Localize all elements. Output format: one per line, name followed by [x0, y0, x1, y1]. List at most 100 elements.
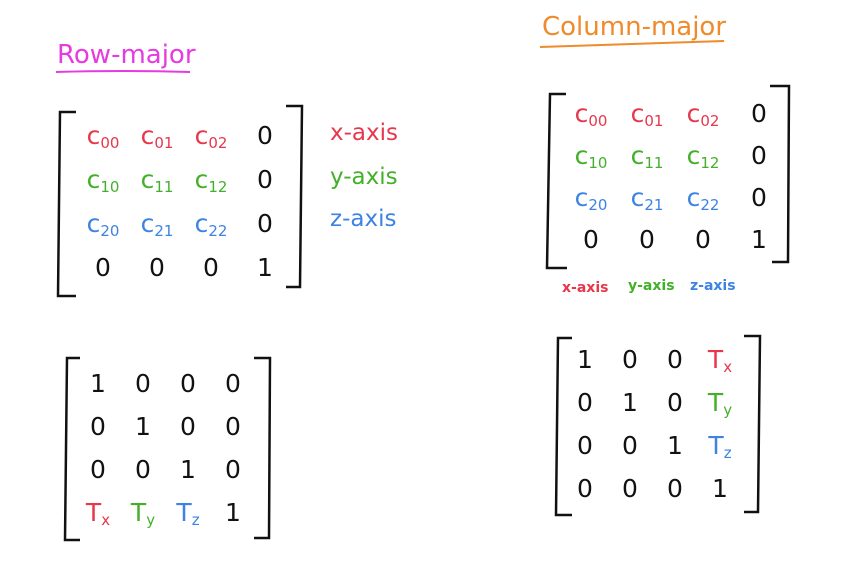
cell-base: c [686, 141, 701, 170]
m-row-cell-r0-c0: c00 [80, 122, 126, 157]
m-col-cell-r1-c1: c11 [624, 142, 670, 177]
cell-base: 0 [667, 345, 683, 374]
cell-subscript: 22 [700, 196, 720, 214]
cell-base: 1 [712, 474, 728, 503]
m-col-cell-r1-c2: c12 [680, 142, 726, 177]
cell-subscript: 11 [644, 154, 664, 172]
row-major-y-axis-label: y-axis [330, 164, 398, 190]
m-colt-cell-r1-c1: 1 [607, 389, 653, 417]
m-rowt-cell-r1-c0: 0 [75, 413, 121, 441]
cell-base: c [86, 121, 101, 150]
m-rowt-cell-r2-c0: 0 [75, 456, 121, 484]
cell-base: 0 [622, 345, 638, 374]
cell-base: c [140, 209, 155, 238]
cell-base: 0 [667, 474, 683, 503]
m-colt-cell-r0-c0: 1 [562, 346, 608, 374]
cell-subscript: 21 [154, 222, 174, 240]
cell-base: T [130, 498, 147, 527]
cell-base: 0 [225, 369, 241, 398]
m-row-cell-r1-c1: c11 [134, 166, 180, 201]
cell-base: 0 [135, 455, 151, 484]
column-major-y-axis-label: y-axis [628, 278, 675, 294]
cell-subscript: 12 [208, 178, 228, 196]
cell-subscript: 01 [644, 112, 664, 130]
m-colt-cell-r1-c0: 0 [562, 389, 608, 417]
column-major-z-axis-label: z-axis [690, 278, 736, 294]
m-colt-cell-r0-c1: 0 [607, 346, 653, 374]
row-major-z-axis-label: z-axis [330, 206, 397, 232]
cell-subscript: 20 [588, 196, 608, 214]
cell-subscript: x [723, 358, 733, 376]
cell-subscript: 20 [100, 222, 120, 240]
cell-base: 1 [90, 369, 106, 398]
cell-base: 0 [225, 412, 241, 441]
column-major-underline [539, 40, 725, 48]
cell-base: 1 [257, 253, 273, 282]
row-translation-right-bracket [254, 356, 272, 540]
cell-base: c [140, 121, 155, 150]
cell-base: c [194, 121, 209, 150]
m-rowt-cell-r2-c3: 0 [210, 456, 256, 484]
cell-base: 1 [577, 345, 593, 374]
m-col-cell-r0-c1: c01 [624, 100, 670, 135]
cell-base: 1 [667, 431, 683, 460]
cell-base: 0 [90, 455, 106, 484]
cell-base: c [574, 99, 589, 128]
m-colt-cell-r2-c0: 0 [562, 432, 608, 460]
cell-base: 0 [90, 412, 106, 441]
row-major-left-bracket [56, 110, 76, 298]
cell-base: 0 [751, 141, 767, 170]
cell-base: 1 [622, 388, 638, 417]
cell-base: c [574, 183, 589, 212]
m-colt-cell-r3-c1: 0 [607, 475, 653, 503]
cell-subscript: 02 [700, 112, 720, 130]
m-colt-cell-r2-c1: 0 [607, 432, 653, 460]
cell-subscript: 00 [588, 112, 608, 130]
m-rowt-cell-r2-c1: 0 [120, 456, 166, 484]
cell-base: 0 [95, 253, 111, 282]
cell-base: 0 [149, 253, 165, 282]
m-row-cell-r2-c0: c20 [80, 210, 126, 245]
cell-subscript: y [723, 401, 733, 419]
m-col-cell-r1-c0: c10 [568, 142, 614, 177]
m-rowt-cell-r2-c2: 1 [165, 456, 211, 484]
row-major-title: Row-major [57, 40, 196, 70]
row-major-right-bracket [286, 104, 304, 289]
cell-subscript: 22 [208, 222, 228, 240]
m-rowt-cell-r0-c3: 0 [210, 370, 256, 398]
m-row-cell-r1-c3: 0 [242, 166, 288, 194]
cell-base: c [686, 183, 701, 212]
cell-base: T [176, 498, 192, 527]
m-row-cell-r3-c2: 0 [188, 254, 234, 282]
m-col-cell-r0-c0: c00 [568, 100, 614, 135]
cell-subscript: 12 [700, 154, 720, 172]
cell-base: 0 [667, 388, 683, 417]
cell-base: 0 [751, 183, 767, 212]
cell-base: 1 [751, 225, 767, 254]
m-colt-cell-r3-c2: 0 [652, 475, 698, 503]
m-col-cell-r3-c0: 0 [568, 226, 614, 254]
m-row-cell-r0-c2: c02 [188, 122, 234, 157]
cell-base: c [630, 99, 645, 128]
column-major-x-axis-label: x-axis [562, 280, 609, 296]
cell-base: 0 [751, 99, 767, 128]
m-rowt-cell-r3-c1: Ty [120, 499, 166, 534]
cell-base: c [86, 209, 101, 238]
m-col-cell-r2-c2: c22 [680, 184, 726, 219]
m-rowt-cell-r3-c2: Tz [165, 499, 211, 534]
cell-subscript: 10 [100, 178, 120, 196]
cell-base: c [140, 165, 155, 194]
cell-base: c [574, 141, 589, 170]
m-row-cell-r3-c1: 0 [134, 254, 180, 282]
cell-base: 0 [622, 431, 638, 460]
cell-subscript: 02 [208, 134, 228, 152]
cell-subscript: 11 [154, 178, 174, 196]
cell-base: T [708, 431, 724, 460]
cell-base: c [194, 209, 209, 238]
cell-base: c [630, 141, 645, 170]
m-row-cell-r2-c3: 0 [242, 210, 288, 238]
cell-base: 0 [257, 121, 273, 150]
m-row-cell-r1-c2: c12 [188, 166, 234, 201]
cell-base: 0 [639, 225, 655, 254]
